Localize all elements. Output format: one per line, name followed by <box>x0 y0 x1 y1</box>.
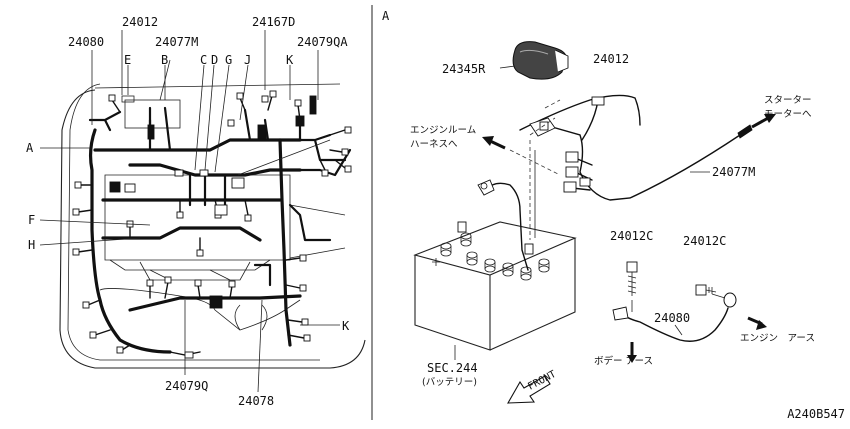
label-24012: 24012 <box>122 15 158 29</box>
connector-letter-j: J <box>244 53 251 67</box>
wire-24012-drop <box>581 99 599 141</box>
harness-relay-drop <box>243 108 302 142</box>
arrows <box>482 114 776 363</box>
tow-hook <box>234 304 268 331</box>
wire-24012 <box>519 94 641 131</box>
label-24012c-left: 24012C <box>610 229 653 243</box>
label-24167D: 24167D <box>252 15 295 29</box>
callout-body-earth: ボデー アース <box>594 355 653 367</box>
label-24078: 24078 <box>238 394 274 408</box>
label-24079QA: 24079QA <box>297 35 348 49</box>
connector-letter-b: B <box>161 53 168 67</box>
callout-engine-earth: エンジン アース <box>740 333 815 344</box>
bolt-24012c-right <box>695 284 717 296</box>
connector-letter-c: C <box>200 53 207 67</box>
label-24077m-right: 24077M <box>712 165 755 179</box>
harness-engine-drops <box>188 173 227 207</box>
figure-code: A240B547 <box>787 407 845 421</box>
fender-lines <box>289 204 346 259</box>
battery-section-ref: SEC.244 <box>427 361 478 375</box>
label-24080-right: 24080 <box>654 311 690 325</box>
connector-letter-f: F <box>28 213 35 227</box>
callout-engine-room-1: エンジンルーム <box>410 125 476 136</box>
harness-middle <box>128 163 302 177</box>
label-24012c-right: 24012C <box>683 234 726 248</box>
harness-right-trunk <box>278 138 292 347</box>
ecu-box <box>124 99 181 129</box>
connector-letter-g: G <box>225 53 232 67</box>
radiator-support <box>99 288 301 331</box>
harness-right-branch <box>298 133 347 162</box>
connector-letter-d: D <box>211 53 218 67</box>
connector-letter-e: E <box>124 53 131 67</box>
ground-lug-engine <box>723 292 737 308</box>
connector-letter-k-right: K <box>342 319 350 333</box>
harness-bottom-branch <box>253 263 272 287</box>
connector-letter-k-top: K <box>286 53 294 67</box>
callout-engine-room-2: ハーネスへ <box>410 139 458 150</box>
battery-name: (バッテリー) <box>422 377 477 388</box>
callout-starter-2: モーターへ <box>764 109 812 120</box>
harness-top-cross <box>93 138 302 152</box>
view-label-a: A <box>382 9 390 23</box>
connectors <box>72 90 352 359</box>
wire-24080 <box>619 307 729 342</box>
harness-upper-left <box>88 110 122 132</box>
firewall-line <box>94 83 341 89</box>
label-24080: 24080 <box>68 35 104 49</box>
battery <box>413 221 577 351</box>
harness-fender-branch <box>288 203 332 242</box>
right-connectors <box>477 96 753 196</box>
connector-letter-h: H <box>28 238 35 252</box>
harness-engine-bottom <box>101 226 262 242</box>
engine-bay-drawing: 24012 24077M 24167D 24080 24079QA 24079Q… <box>26 15 366 408</box>
car-body-inner-outline <box>67 83 320 361</box>
engine-ribs <box>149 269 231 281</box>
wire-stubs <box>77 95 346 356</box>
car-body-outline <box>59 89 366 369</box>
leader-24080-r <box>674 324 683 336</box>
label-24079Q: 24079Q <box>165 379 208 393</box>
front-arrow <box>507 375 551 404</box>
connector-letter-a: A <box>26 141 34 155</box>
label-24012-right: 24012 <box>593 52 629 66</box>
wire-24077m <box>551 126 741 201</box>
ecu-tab <box>121 95 135 103</box>
engine-lower <box>139 261 251 281</box>
label-24077M: 24077M <box>155 35 198 49</box>
terminal-cover-24345r <box>512 41 569 80</box>
leader-lines <box>39 30 340 393</box>
ground-lug-body <box>612 306 629 321</box>
leader-24345r <box>499 65 516 69</box>
bolt-24012c-left <box>626 261 638 296</box>
label-24345r: 24345R <box>442 62 486 76</box>
battery-detail-view: A <box>382 9 815 404</box>
dashed-leaders <box>509 99 561 240</box>
bolt-leaders <box>631 293 726 312</box>
callout-starter-1: スターター <box>764 95 812 106</box>
